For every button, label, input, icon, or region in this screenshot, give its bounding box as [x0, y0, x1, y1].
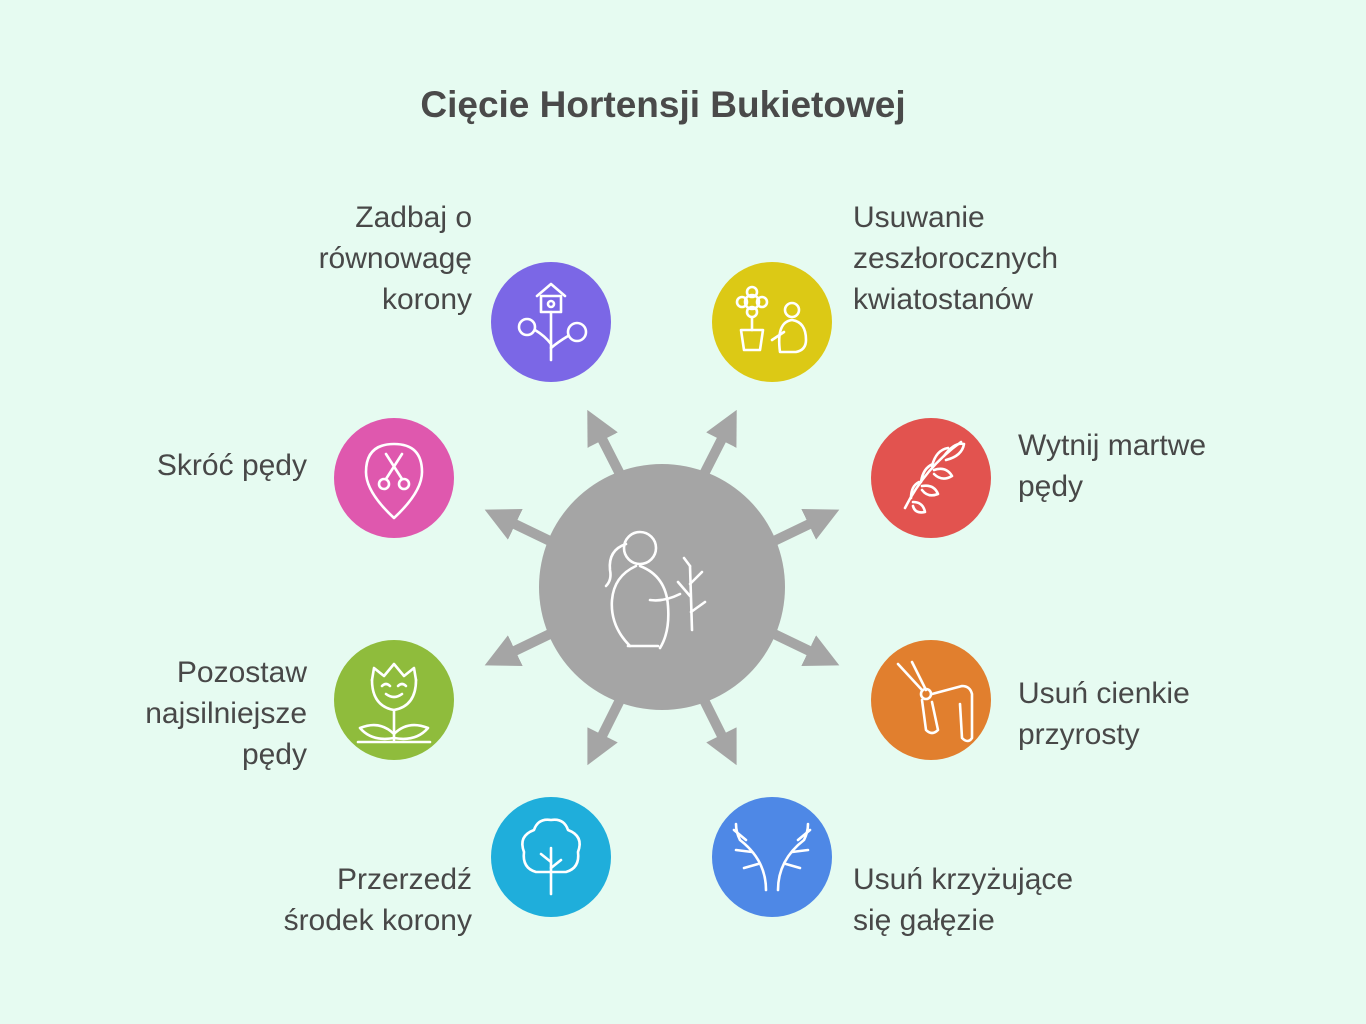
item-label-line: Przerzedź [336, 863, 472, 896]
arrow-lower-left [484, 628, 555, 666]
item-circle-2 [871, 418, 991, 538]
item-circle-5 [491, 797, 611, 917]
item-label-0: Zadbaj o równowagę korony [319, 197, 472, 320]
item-label-line: zeszłorocznych [853, 242, 1059, 275]
item-label-line: Usuń cienkie [1018, 677, 1190, 710]
tulip-icon [356, 662, 432, 744]
item-label-line: środek korony [283, 904, 472, 937]
arrow-top-left [587, 409, 627, 481]
item-label-line: Skróć pędy [156, 449, 307, 482]
item-label-line: korony [381, 283, 472, 316]
item-label-1: Usuwanie zeszłorocznych kwiatostanów [853, 197, 1058, 320]
item-label-line: Usuwanie [853, 201, 985, 234]
center-hub [539, 464, 785, 710]
item-label-line: pędy [241, 738, 307, 771]
pruning-shears-icon [896, 660, 974, 743]
item-label-3: Usuń cienkie przyrosty [1018, 673, 1190, 755]
item-label-line: Usuń krzyżujące [853, 863, 1074, 896]
item-label-line: najsilniejsze [145, 697, 307, 730]
arrow-lower-right [769, 628, 840, 666]
item-label-2: Wytnij martwe pędy [1018, 425, 1206, 507]
item-circle-7 [334, 418, 454, 538]
arrow-top-right [697, 409, 737, 481]
arrow-bottom-right [697, 693, 737, 766]
item-label-line: się gałęzie [853, 904, 995, 937]
tree-icon [521, 818, 581, 896]
item-label-7: Skróć pędy [157, 445, 307, 486]
item-label-line: kwiatostanów [853, 283, 1034, 316]
birdhouse-plant-icon [517, 282, 588, 362]
item-label-4: Usuń krzyżujące się gałęzie [853, 859, 1073, 941]
flowerpot-gardener-icon [735, 285, 808, 354]
item-circle-4 [712, 797, 832, 917]
arrow-upper-left [484, 509, 555, 547]
item-label-line: Pozostaw [176, 656, 307, 689]
gardener-with-branch-icon [604, 530, 707, 650]
item-circle-6 [334, 640, 454, 760]
item-label-6: Pozostaw najsilniejsze pędy [145, 652, 307, 775]
page-title: Cięcie Hortensji Bukietowej [420, 84, 906, 125]
item-label-line: Zadbaj o [355, 201, 472, 234]
item-label-5: Przerzedź środek korony [284, 859, 472, 941]
scissors-pin-icon [364, 442, 424, 520]
crossing-branches-icon [732, 822, 812, 892]
arrow-upper-right [769, 509, 840, 547]
item-label-line: pędy [1018, 470, 1084, 503]
item-label-line: Wytnij martwe [1018, 429, 1207, 462]
item-label-line: przyrosty [1018, 718, 1140, 751]
item-label-line: równowagę [318, 242, 472, 275]
arrow-bottom-left [587, 693, 627, 766]
item-circle-3 [871, 640, 991, 760]
item-circle-1 [712, 262, 832, 382]
item-circle-0 [491, 262, 611, 382]
leafy-branch-icon [903, 440, 966, 514]
arrows [484, 409, 840, 766]
